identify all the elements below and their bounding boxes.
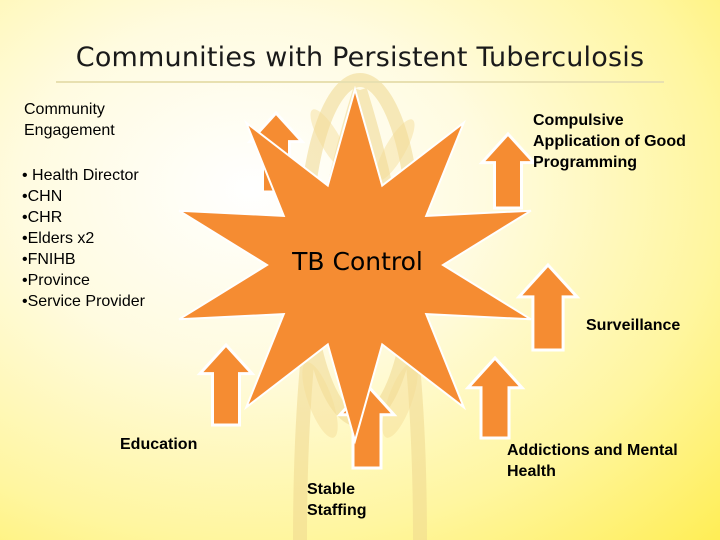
education-label: Education: [120, 436, 198, 453]
list-item: •Service Provider: [22, 293, 145, 310]
engagement-members-list: • Health Director •CHN •CHR •Elders x2 •…: [22, 165, 222, 312]
page-title: Communities with Persistent Tuberculosis: [0, 42, 720, 83]
good-programming-arrow-icon: [478, 131, 538, 210]
tb-control-star: [178, 85, 532, 445]
arrows-group: [196, 110, 581, 470]
list-item: •FNIHB: [22, 251, 76, 268]
list-item: •Elders x2: [22, 230, 95, 247]
list-item: •CHR: [22, 209, 63, 226]
list-item: • Health Director: [22, 167, 139, 184]
staffing-label: Stable Staffing: [307, 481, 367, 519]
addictions-label: Addictions and Mental Health: [507, 442, 678, 480]
community-engagement-label: Community Engagement: [24, 101, 115, 139]
education-arrow-icon: [196, 342, 256, 427]
surveillance-arrow-icon: [515, 262, 581, 352]
addictions-arrow-icon: [464, 355, 526, 440]
list-item: •CHN: [22, 188, 63, 205]
good-programming-label: Compulsive Application of Good Programmi…: [533, 112, 686, 171]
list-item: •Province: [22, 272, 90, 289]
surveillance-label: Surveillance: [586, 317, 681, 334]
center-label: TB Control: [292, 247, 423, 276]
